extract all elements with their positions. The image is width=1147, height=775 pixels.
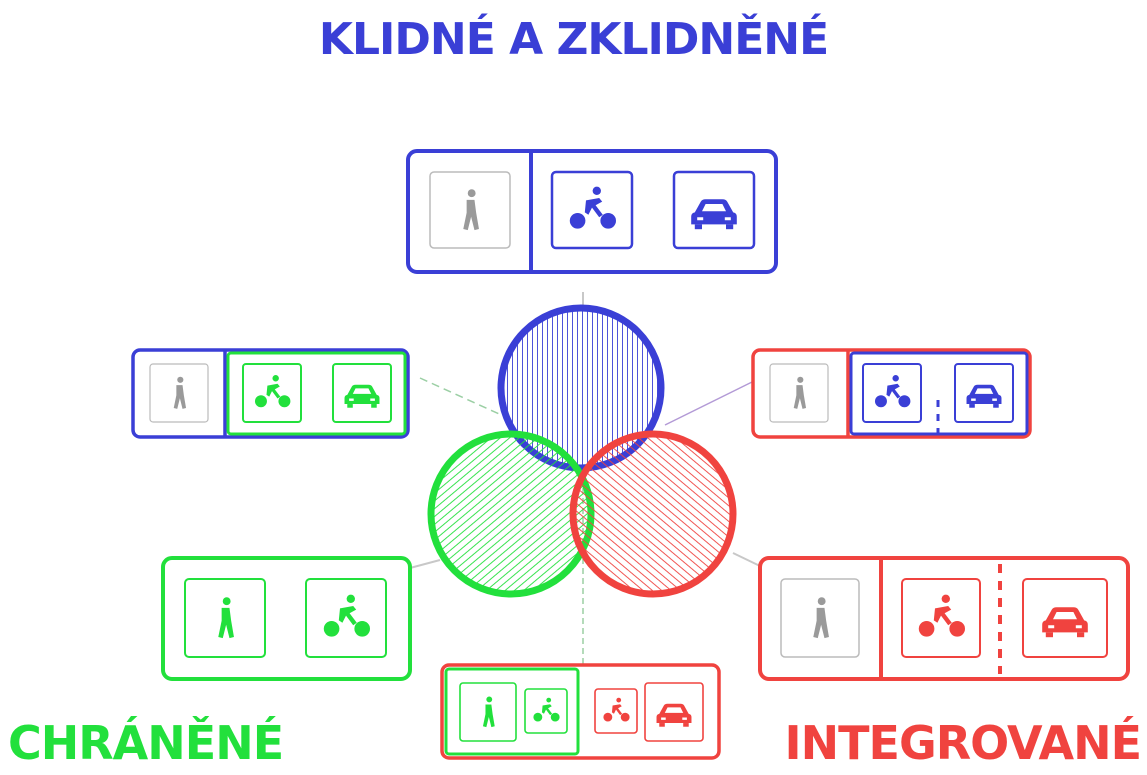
cyclist-icon-tile — [524, 688, 568, 734]
cyclist-icon-tile — [550, 170, 634, 250]
connector-lower-right — [732, 552, 761, 567]
venn-circles — [427, 304, 737, 598]
integrated-circle — [569, 430, 737, 598]
integrated-panel — [758, 556, 1130, 681]
protected-circle — [427, 430, 595, 598]
calm-protected-panel — [131, 348, 410, 439]
connector-lower-left — [409, 559, 441, 569]
cyclist-icon-tile — [862, 363, 922, 423]
title-protected: CHRÁNĚNÉ — [8, 716, 284, 770]
connector-upper-left — [419, 377, 509, 419]
cyclist-icon-tile — [305, 578, 387, 658]
title-integrated: INTEGROVANÉ — [784, 716, 1142, 770]
car-icon-tile — [954, 363, 1014, 423]
cyclist-icon-tile — [242, 363, 302, 423]
car-icon-tile — [1022, 578, 1108, 658]
cyclist-icon-tile — [594, 688, 638, 734]
car-icon-tile — [332, 363, 392, 423]
calm-panel — [406, 149, 778, 274]
cyclist-icon-tile — [901, 578, 981, 658]
calm-integrated-panel — [751, 348, 1032, 439]
connector-upper-right — [664, 381, 753, 426]
calm-circle — [497, 304, 665, 472]
protected-panel — [161, 556, 412, 681]
car-icon-tile — [672, 170, 756, 250]
protected-integrated-panel — [440, 663, 721, 760]
car-icon-tile — [644, 682, 704, 742]
title-calm: KLIDNÉ A ZKLIDNĚNÉ — [318, 14, 829, 65]
